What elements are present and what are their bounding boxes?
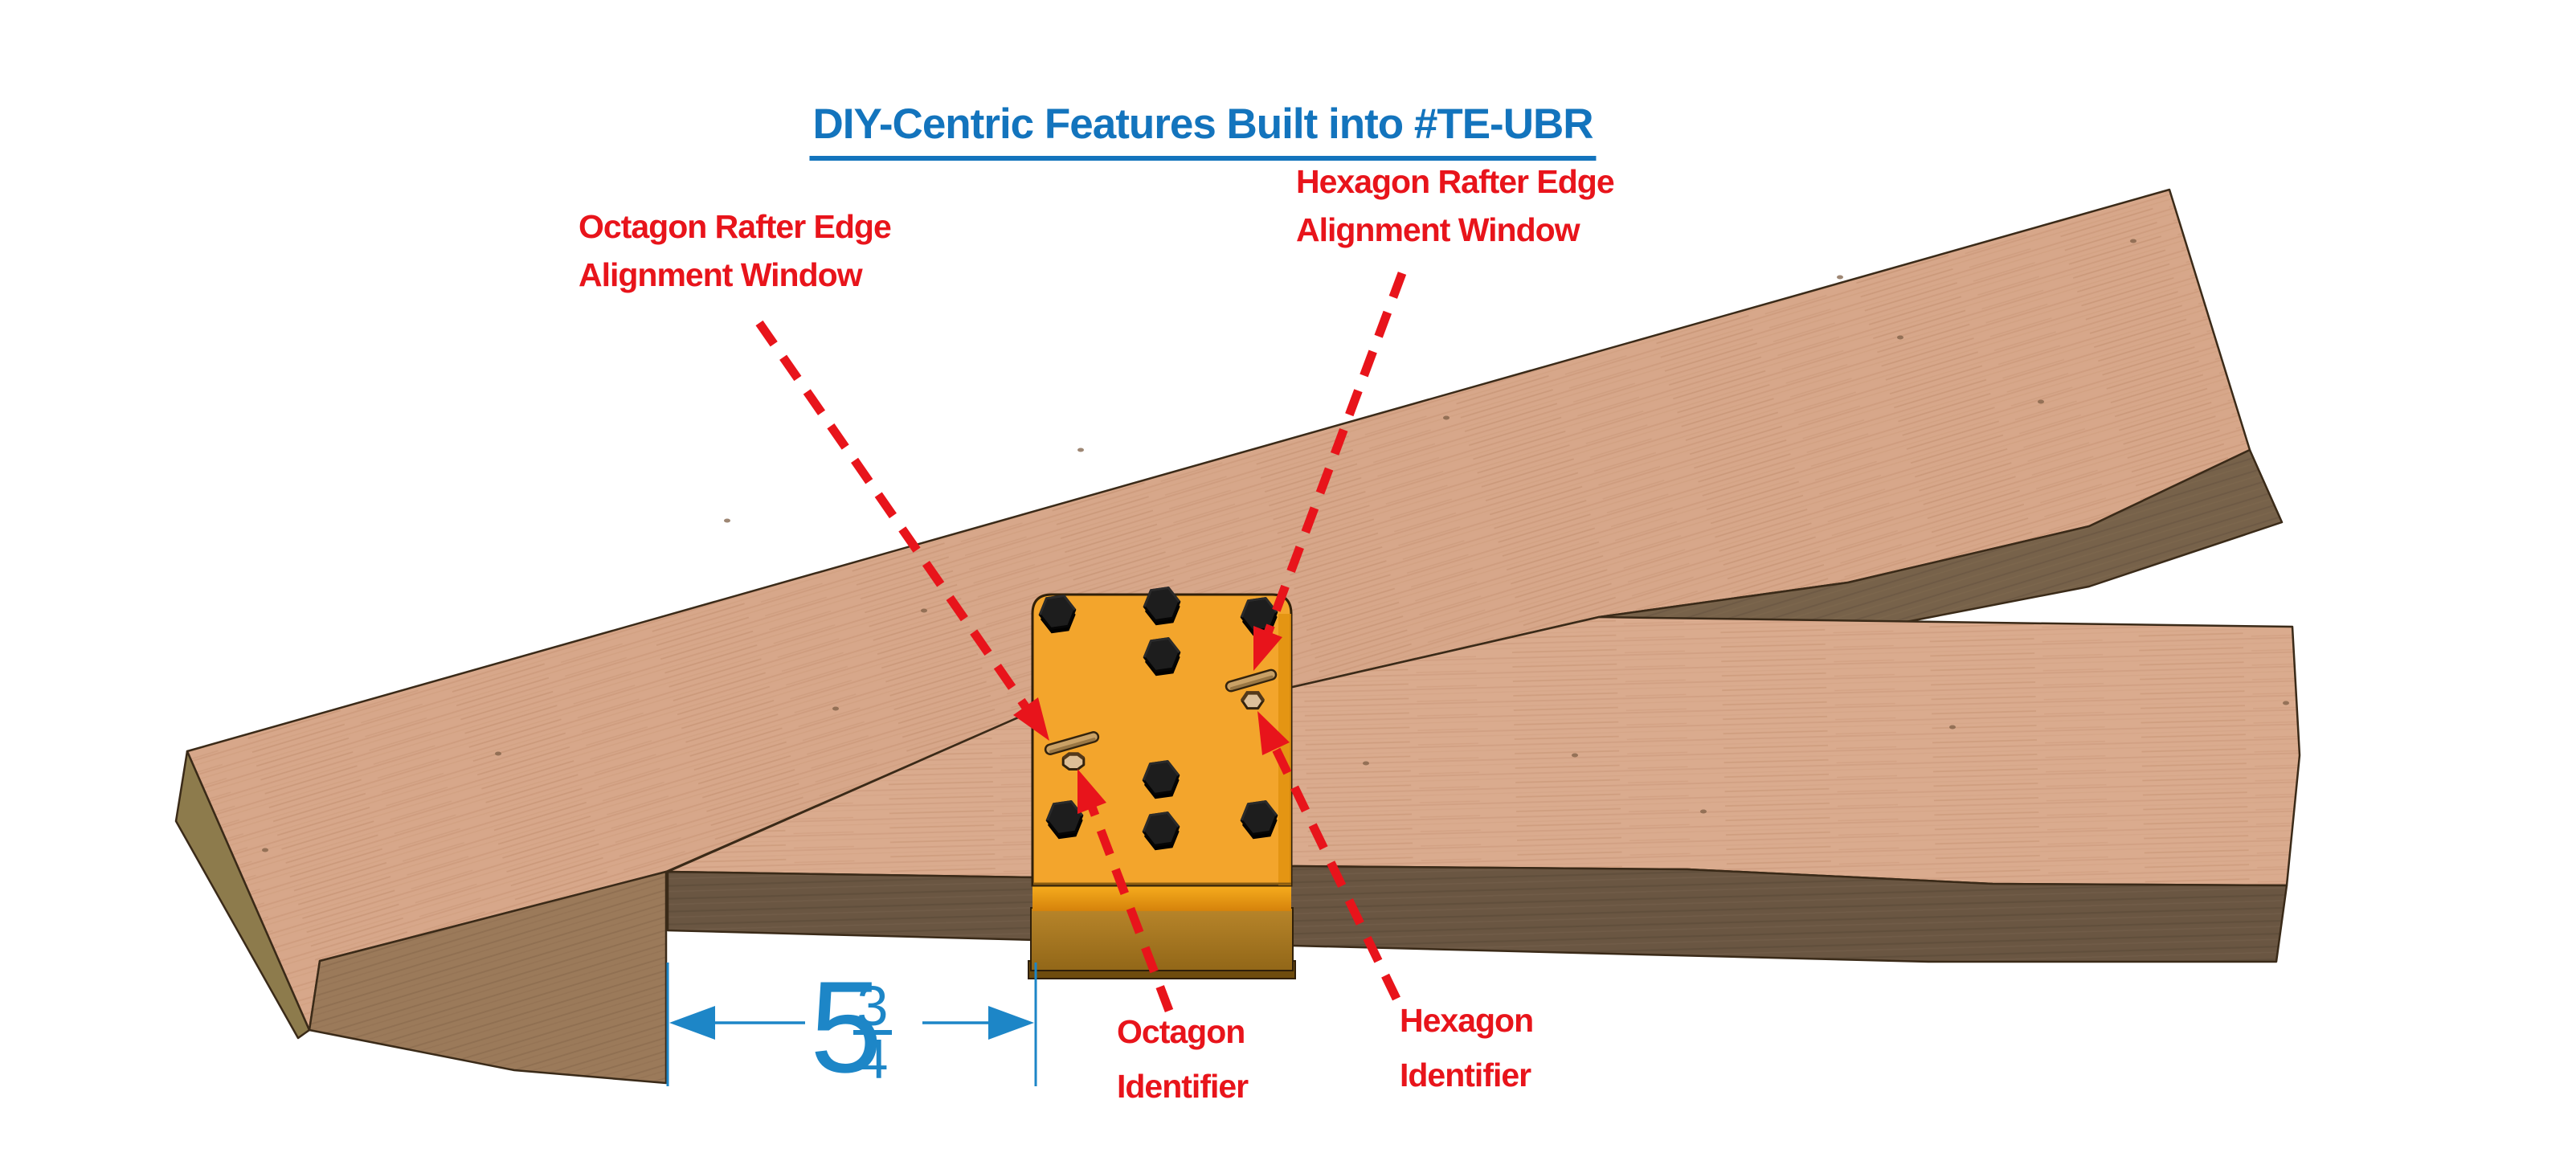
callout-arrows bbox=[755, 272, 1407, 1012]
page-title: DIY-Centric Features Built into #TE-UBR bbox=[809, 100, 1597, 161]
callout-octagon-window-line2: Alignment Window bbox=[579, 256, 863, 293]
dimension-numerator: 3 bbox=[857, 975, 889, 1037]
callout-octagon-window: Octagon Rafter Edge Alignment Window bbox=[579, 202, 892, 299]
bracket-fold bbox=[1032, 884, 1291, 911]
callout-octagon-window-line1: Octagon Rafter Edge bbox=[579, 208, 892, 245]
octagon-window-arrowhead bbox=[1013, 697, 1049, 741]
hexagon-window-arrow bbox=[1261, 272, 1407, 639]
dimension-whole-number: 5 bbox=[810, 954, 883, 1100]
octagon-identifier-arrow bbox=[1086, 801, 1174, 1012]
octagon-window-arrow bbox=[755, 320, 1032, 714]
dimension-denominator: 4 bbox=[857, 1028, 889, 1090]
dimension-fraction-bar bbox=[853, 1030, 892, 1035]
hexagon-identifier-arrowhead bbox=[1257, 711, 1290, 755]
hexagon-alignment-window bbox=[1225, 668, 1278, 693]
wood-knots bbox=[262, 239, 2289, 852]
dimension-fraction: 3 4 bbox=[850, 975, 895, 1090]
callout-hexagon-identifier-line2: Identifier bbox=[1400, 1057, 1531, 1093]
dimension-arrowhead-right bbox=[988, 1006, 1034, 1040]
callout-hexagon-identifier-line1: Hexagon bbox=[1400, 1002, 1534, 1039]
callout-hexagon-identifier: Hexagon Identifier bbox=[1400, 993, 1534, 1102]
octagon-identifier-arrowhead bbox=[1077, 769, 1106, 814]
octagon-identifier-hole bbox=[1061, 752, 1086, 771]
callout-hexagon-window-line2: Alignment Window bbox=[1296, 211, 1580, 248]
hexagon-identifier-arrow bbox=[1270, 742, 1400, 1001]
hexagon-identifier-hole bbox=[1240, 691, 1266, 710]
callout-octagon-identifier-line2: Identifier bbox=[1117, 1068, 1249, 1105]
bracket-plate-right-edge bbox=[1278, 614, 1291, 885]
dimension-arrowhead-left bbox=[669, 1006, 715, 1040]
upper-rafter-front-face bbox=[308, 870, 668, 1085]
callout-hexagon-window-line1: Hexagon Rafter Edge bbox=[1296, 163, 1615, 200]
dimension-graphics bbox=[666, 963, 1037, 1086]
bracket-flange bbox=[1030, 907, 1294, 971]
callout-octagon-identifier-line1: Octagon bbox=[1117, 1013, 1245, 1050]
callout-octagon-identifier: Octagon Identifier bbox=[1117, 1004, 1249, 1114]
hexagon-window-arrowhead bbox=[1253, 626, 1282, 671]
octagon-alignment-window bbox=[1044, 731, 1100, 755]
callout-hexagon-window: Hexagon Rafter Edge Alignment Window bbox=[1296, 157, 1615, 254]
